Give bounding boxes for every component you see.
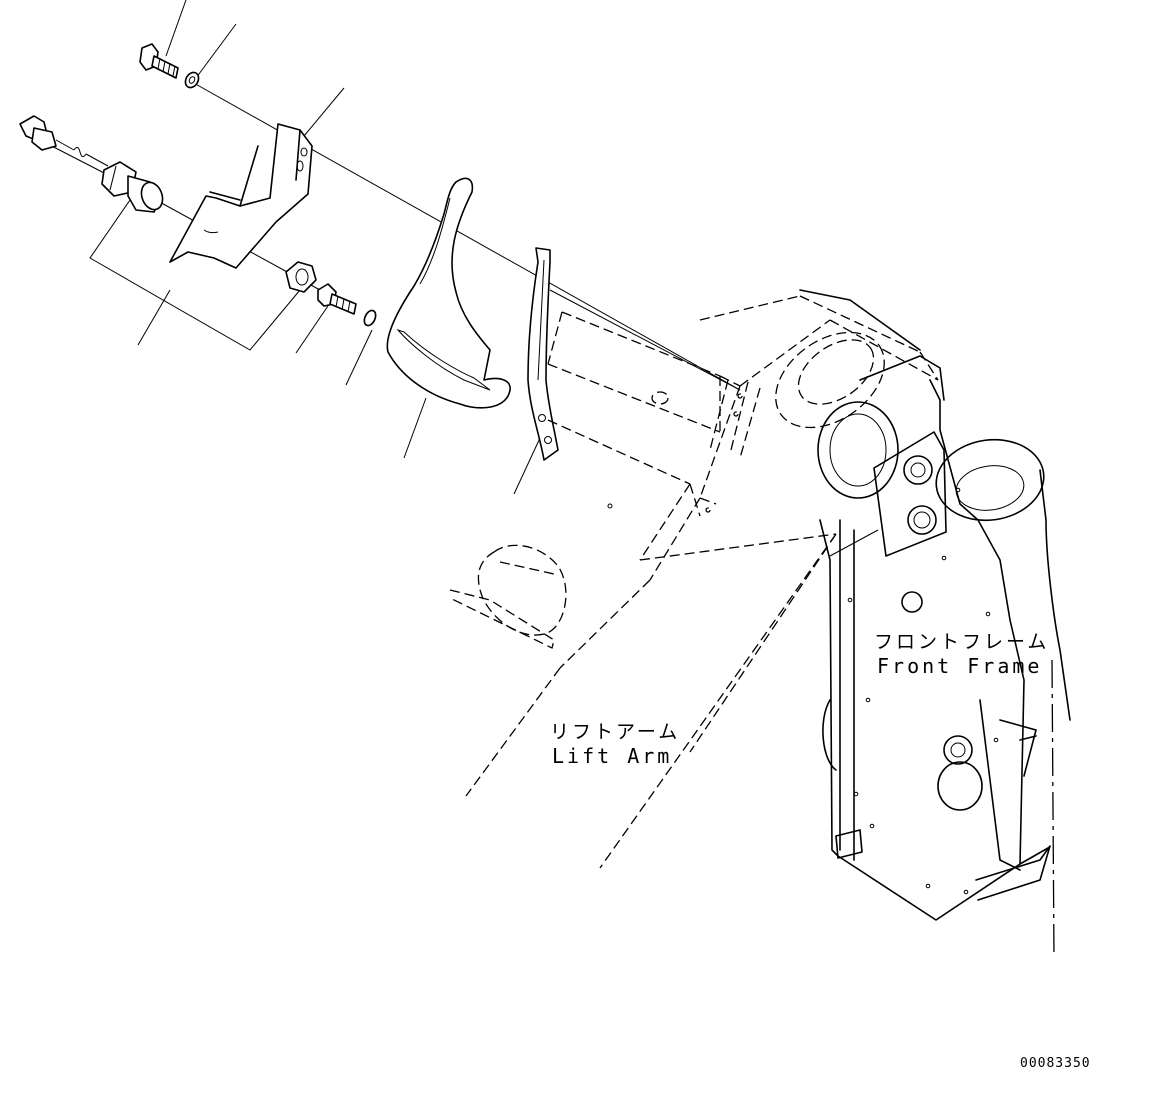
washer-middle <box>363 309 377 327</box>
proximity-sensor <box>101 161 164 213</box>
lift-arm-label-jp: リフトアーム <box>550 721 680 743</box>
hook-plate <box>386 177 511 409</box>
lift-arm <box>449 295 939 869</box>
bolt-middle <box>317 283 357 315</box>
bolt-top <box>139 43 179 79</box>
strip-plate <box>527 247 559 461</box>
sensor-connector <box>19 115 109 167</box>
washer-top <box>184 71 200 89</box>
bracket <box>169 123 313 269</box>
lift-arm-label-en: Lift Arm <box>552 744 672 768</box>
drawing-number: 00083350 <box>1020 1056 1091 1071</box>
text-labels: フロントフレーム Front Frame リフトアーム Lift Arm 000… <box>550 631 1091 1071</box>
front-frame-label-en: Front Frame <box>877 654 1042 678</box>
front-frame-label-jp: フロントフレーム <box>874 631 1049 653</box>
leader-lines <box>89 0 541 495</box>
nut <box>285 261 317 293</box>
front-frame <box>799 289 1071 959</box>
